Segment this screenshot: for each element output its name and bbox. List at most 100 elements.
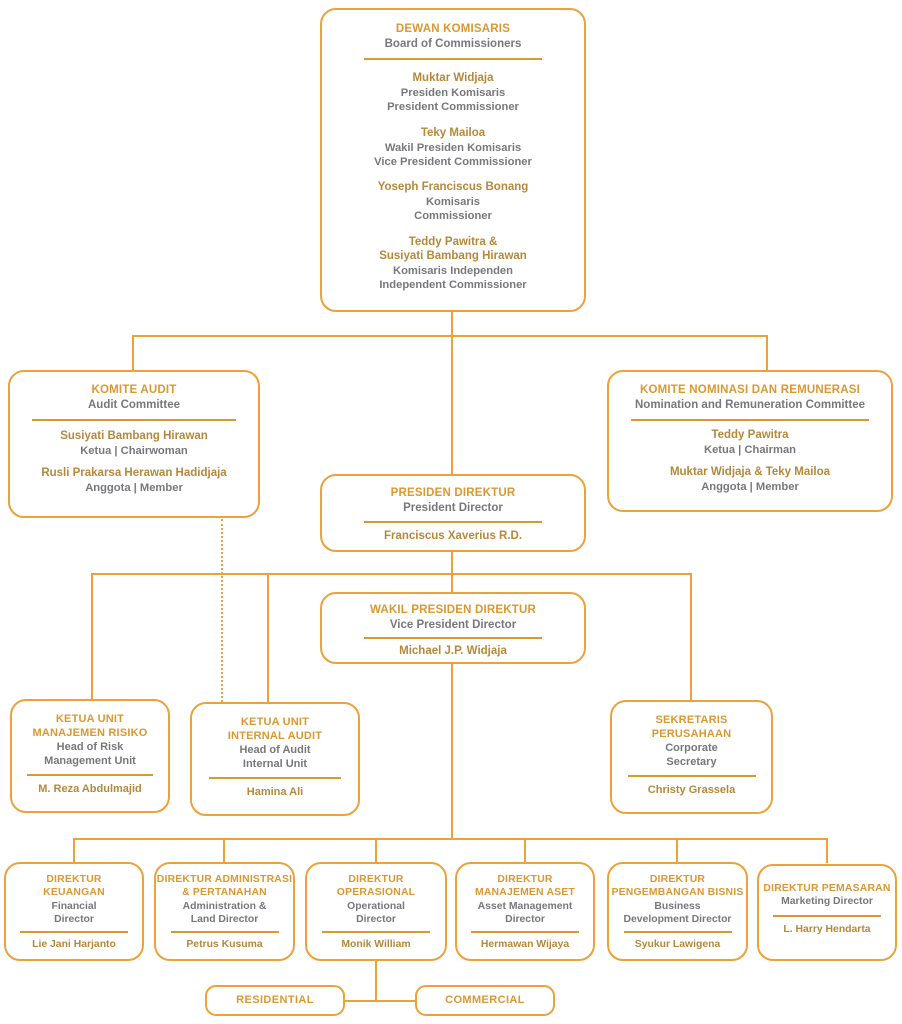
box-title: KETUA UNIT MANAJEMEN RISIKO — [32, 713, 148, 740]
member-role-id: Presiden Komisaris — [400, 87, 506, 100]
member-name: Yoseph Franciscus Bonang — [377, 181, 529, 194]
divider — [32, 419, 236, 422]
divider — [20, 931, 128, 934]
connector-line — [676, 838, 679, 863]
member: Teddy Pawitra & Susiyati Bambang Hirawan… — [322, 235, 584, 293]
connector-line — [91, 573, 94, 700]
divider — [209, 777, 341, 780]
box-subtitle: Head of Audit Internal Unit — [239, 744, 311, 771]
box-subtitle: Head of Risk Management Unit — [44, 741, 136, 768]
divider — [364, 58, 542, 61]
person-name: Hermawan Wijaya — [480, 939, 570, 951]
box-title: DIREKTUR ADMINISTRASI & PERTANAHAN — [156, 874, 293, 899]
divider — [773, 914, 881, 917]
divider — [27, 774, 153, 777]
person-name: Syukur Lawigena — [634, 939, 721, 951]
member-role: Anggota | Member — [85, 482, 183, 495]
box-subtitle: Asset Management Director — [477, 900, 573, 925]
member: Teky Mailoa Wakil Presiden Komisaris Vic… — [322, 126, 584, 169]
member: Yoseph Franciscus Bonang Komisaris Commi… — [322, 180, 584, 223]
member-name: Teddy Pawitra — [711, 429, 789, 442]
person-name: Monik William — [341, 939, 411, 951]
connector-line — [223, 838, 226, 863]
box-title: WAKIL PRESIDEN DIREKTUR — [369, 604, 537, 616]
box-title: DIREKTUR MANAJEMEN ASET — [475, 874, 575, 899]
box-dewan-komisaris: DEWAN KOMISARIS Board of Commissioners M… — [320, 8, 586, 312]
box-direktur-pemasaran: DIREKTUR PEMASARAN Marketing Director L.… — [757, 864, 897, 961]
box-title: DIREKTUR PEMASARAN — [763, 883, 891, 894]
member-role-en: Commissioner — [414, 210, 492, 223]
box-subtitle: Marketing Director — [781, 896, 873, 908]
connector-line — [690, 573, 693, 701]
connector-line — [375, 960, 378, 1002]
connector-line — [73, 838, 828, 841]
person-name: Franciscus Xaverius R.D. — [383, 530, 523, 543]
box-ketua-unit-manajemen-risiko: KETUA UNIT MANAJEMEN RISIKO Head of Risk… — [10, 699, 170, 813]
box-direktur-operasional: DIREKTUR OPERASIONAL Operational Directo… — [305, 862, 447, 961]
box-subtitle: President Director — [403, 501, 503, 514]
connector-line — [451, 662, 454, 840]
divider — [631, 419, 869, 422]
member-role: Ketua | Chairman — [703, 444, 797, 457]
box-subtitle: Nomination and Remuneration Committee — [634, 398, 866, 411]
connector-line — [826, 838, 829, 863]
member-name: Muktar Widjaja & Teky Mailoa — [669, 466, 831, 479]
member-role: Ketua | Chairwoman — [80, 445, 188, 458]
box-commercial: COMMERCIAL — [415, 985, 555, 1016]
box-title: KOMITE NOMINASI DAN REMUNERASI — [639, 384, 861, 396]
box-direktur-pengembangan-bisnis: DIREKTUR PENGEMBANGAN BISNIS Business De… — [607, 862, 748, 961]
box-komite-nominasi-remunerasi: KOMITE NOMINASI DAN REMUNERASI Nominatio… — [607, 370, 893, 512]
member-role-id: Komisaris — [425, 195, 481, 208]
box-sekretaris-perusahaan: SEKRETARIS PERUSAHAAN Corporate Secretar… — [610, 700, 773, 814]
person-name: Petrus Kusuma — [186, 939, 263, 951]
box-title: DEWAN KOMISARIS — [395, 23, 511, 35]
member: Teddy Pawitra Ketua | Chairman — [609, 428, 891, 457]
box-title: DIREKTUR PENGEMBANGAN BISNIS — [611, 874, 744, 899]
member-role: Anggota | Member — [701, 481, 799, 494]
box-ketua-unit-internal-audit: KETUA UNIT INTERNAL AUDIT Head of Audit … — [190, 702, 360, 816]
box-title: DIREKTUR OPERASIONAL — [336, 874, 416, 899]
box-subtitle: Operational Director — [347, 900, 405, 925]
member-name: Muktar Widjaja — [412, 72, 494, 85]
member-role-en: Independent Commissioner — [379, 279, 527, 292]
member-name: Susiyati Bambang Hirawan — [60, 430, 208, 443]
box-subtitle: Corporate Secretary — [665, 742, 718, 769]
box-direktur-keuangan: DIREKTUR KEUANGAN Financial Director Lie… — [4, 862, 144, 961]
box-komite-audit: KOMITE AUDIT Audit Committee Susiyati Ba… — [8, 370, 260, 518]
connector-line — [267, 573, 270, 702]
box-title: KOMITE AUDIT — [91, 384, 177, 396]
connector-line — [132, 335, 768, 338]
segment-label: COMMERCIAL — [445, 994, 525, 1007]
divider — [364, 521, 542, 524]
connector-line — [766, 335, 769, 371]
segment-label: RESIDENTIAL — [236, 994, 314, 1007]
member: Rusli Prakarsa Herawan Hadidjaja Anggota… — [10, 466, 258, 495]
connector-line — [345, 1000, 415, 1003]
person-name: M. Reza Abdulmajid — [38, 783, 142, 796]
member-name: Rusli Prakarsa Herawan Hadidjaja — [41, 467, 227, 480]
member-name: Teky Mailoa — [420, 126, 486, 139]
divider — [627, 775, 756, 778]
connector-line — [451, 311, 454, 475]
divider — [471, 931, 579, 934]
divider — [364, 637, 542, 640]
box-subtitle: Board of Commissioners — [384, 37, 522, 50]
box-subtitle: Business Development Director — [623, 900, 732, 925]
member-role-id: Komisaris Independen — [393, 265, 513, 277]
box-subtitle: Administration & Land Director — [182, 900, 267, 925]
connector-line — [91, 573, 692, 576]
box-residential: RESIDENTIAL — [205, 985, 345, 1016]
member-role-en: Vice President Commissioner — [374, 155, 532, 168]
box-presiden-direktur: PRESIDEN DIREKTUR President Director Fra… — [320, 474, 586, 552]
member: Muktar Widjaja Presiden Komisaris Presid… — [322, 71, 584, 114]
person-name: Christy Grassela — [647, 784, 736, 797]
connector-line — [73, 838, 76, 863]
box-title: DIREKTUR KEUANGAN — [43, 874, 105, 899]
box-title: KETUA UNIT INTERNAL AUDIT — [227, 716, 323, 743]
person-name: Lie Jani Harjanto — [32, 939, 116, 951]
box-title: SEKRETARIS PERUSAHAAN — [651, 714, 732, 741]
box-direktur-manajemen-aset: DIREKTUR MANAJEMEN ASET Asset Management… — [455, 862, 595, 961]
member-role-id: Wakil Presiden Komisaris — [384, 141, 522, 154]
divider — [322, 931, 430, 934]
box-subtitle: Vice President Director — [389, 618, 517, 631]
